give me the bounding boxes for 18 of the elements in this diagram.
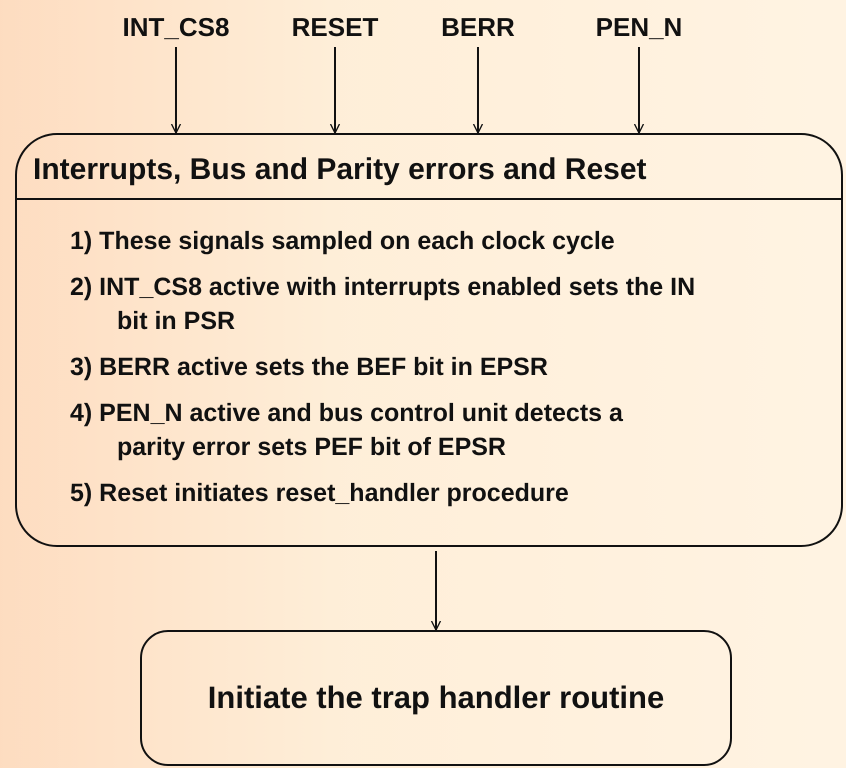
arrow bbox=[472, 47, 484, 134]
signal-label: PEN_N bbox=[596, 12, 682, 43]
signal-label: RESET bbox=[292, 12, 378, 43]
process-box bbox=[15, 133, 843, 547]
list-item: 5) Reset initiates reset_handler procedure bbox=[70, 478, 570, 509]
list-item: 4) PEN_N active and bus control unit detects a parity error sets PEF bit of EPSR bbox=[70, 398, 624, 463]
box-text: Initiate the trap handler routine bbox=[208, 680, 664, 716]
arrow bbox=[170, 47, 182, 134]
process-box bbox=[140, 630, 732, 766]
signal-label: BERR bbox=[441, 12, 515, 43]
box-heading: Interrupts, Bus and Parity errors and Reset bbox=[32, 153, 648, 187]
signal-label: INT_CS8 bbox=[122, 12, 230, 43]
list-item: 2) INT_CS8 active with interrupts enabled sets the IN bit in PSR bbox=[70, 272, 696, 337]
list-item: 1) These signals sampled on each clock cycle bbox=[70, 226, 616, 257]
arrow bbox=[330, 47, 340, 134]
arrow bbox=[634, 47, 644, 134]
arrow bbox=[430, 551, 442, 631]
list-item: 3) BERR active sets the BEF bit in EPSR bbox=[70, 352, 549, 383]
